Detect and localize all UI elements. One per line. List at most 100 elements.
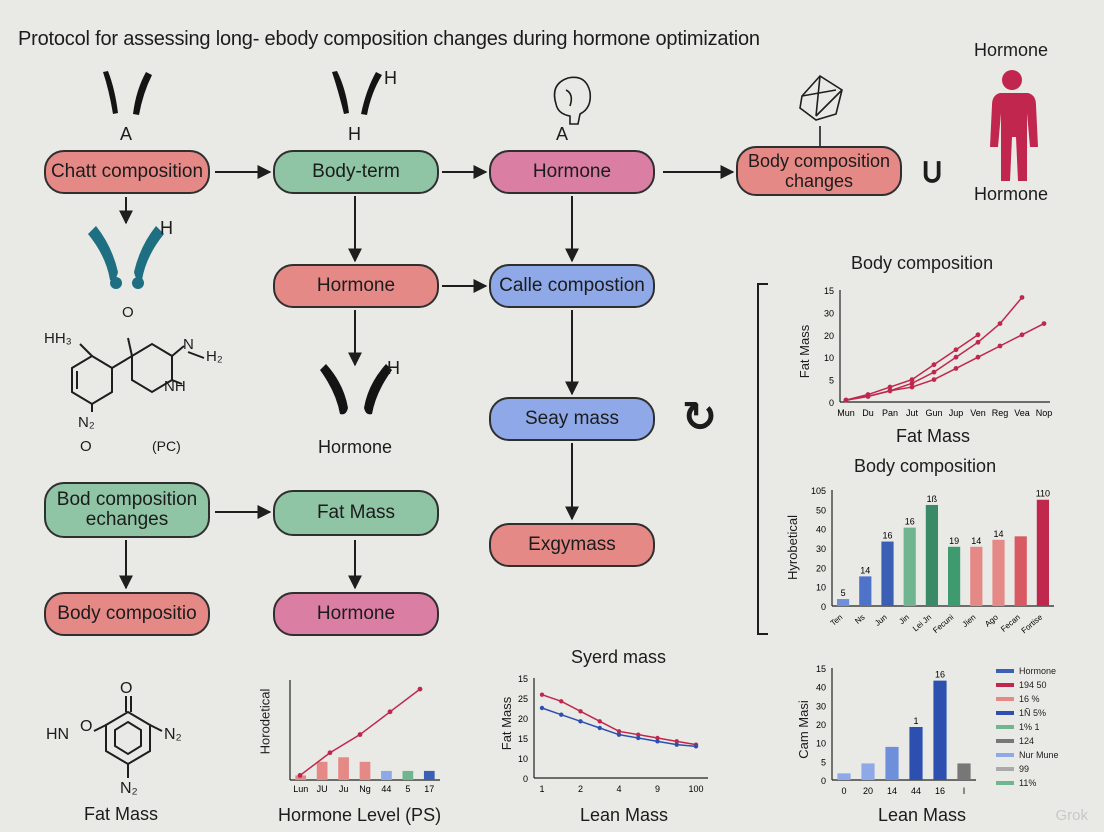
chart2-data-label: 16 <box>882 531 892 541</box>
chart1-series-line <box>845 322 1045 401</box>
chart2-bar <box>881 541 894 606</box>
chart4-point <box>559 712 564 717</box>
chart4-point <box>578 709 583 714</box>
chart1-xtick: Vea <box>1014 408 1030 418</box>
chart2-data-label: 110 <box>1036 489 1050 499</box>
chart4-point <box>674 739 679 744</box>
chart5-legend-swatch <box>996 753 1014 757</box>
chart2-bar <box>836 599 850 606</box>
label-hormone-mid: Hormone <box>318 437 393 457</box>
chem2-n2-bottom: N₂ <box>120 780 138 797</box>
chart2-bar <box>992 539 1005 606</box>
chart1-point <box>975 354 981 360</box>
chart1-xtick: Reg <box>992 408 1009 418</box>
chart5-legend-swatch <box>996 669 1014 673</box>
chart5-ytick: 15 <box>816 664 826 674</box>
chart3-xlabel: Hormone Level (PS) <box>278 805 442 825</box>
chart5-ytick: 0 <box>821 776 826 786</box>
chart2-xtick: Fortise <box>1020 612 1045 634</box>
chart5-legend-item: 11% <box>996 776 1096 790</box>
chart5-data-label: 1 <box>913 716 918 726</box>
chart5-ytick: 20 <box>816 720 826 730</box>
chart2-data-label: 14 <box>860 565 870 575</box>
chart5-ytick: 10 <box>816 739 826 749</box>
chart1-xtick: Jut <box>906 408 919 418</box>
chem2-o: O <box>120 680 133 697</box>
chart1-xlabel: Fat Mass <box>896 426 971 446</box>
bracket-right <box>757 283 768 635</box>
chem2-hn: HN <box>46 726 70 743</box>
chem1-o2: O <box>80 438 92 455</box>
node-chatt-composition: Chatt composition <box>44 150 210 194</box>
chart5-bar <box>885 746 899 780</box>
chart5-legend-label: 194 50 <box>1019 680 1047 690</box>
chart5-legend-item: 1% 1 <box>996 720 1096 734</box>
chart5-bar <box>861 763 875 780</box>
chart5-bar <box>933 680 947 780</box>
chart4-point <box>616 732 622 737</box>
chart3-bar <box>316 761 328 780</box>
chart1-point <box>931 377 937 382</box>
chart5-ytick: 5 <box>821 757 826 767</box>
chart1-point <box>909 377 915 382</box>
chart5-legend-label: 1Ñ 5% <box>1019 708 1047 718</box>
chart1-point <box>931 369 937 375</box>
chart1-point <box>1019 332 1025 338</box>
chart3-xtick: Ju <box>339 784 349 794</box>
chart4-point <box>578 719 583 724</box>
label-h3: H <box>160 218 173 238</box>
chart1-point <box>997 343 1003 349</box>
receptor-icon-a <box>103 71 152 115</box>
chart4-ytick: 0 <box>523 774 528 784</box>
node-hormone-bottom: Hormone <box>273 592 439 636</box>
chart4-point <box>636 732 641 737</box>
chart2-ytick: 40 <box>816 525 826 535</box>
chart3-xtick: 44 <box>381 784 391 794</box>
node-seay-mass: Seay mass <box>489 397 655 441</box>
chart3-bar <box>381 770 392 780</box>
node-hormone-mid: Hormone <box>273 264 439 308</box>
chart5-legend-swatch <box>996 683 1014 687</box>
chart5-ytick: 30 <box>816 701 826 711</box>
chart1-xtick: Mun <box>837 408 855 418</box>
chart5-bar <box>909 727 923 780</box>
equals-symbol: ⊃ <box>913 157 952 187</box>
chart3-xtick: JU <box>317 784 328 794</box>
chart5-xtick: 44 <box>911 786 921 796</box>
chart2-bar <box>925 504 939 606</box>
chart5-legend-label: 1% 1 <box>1019 722 1040 732</box>
chart2-ytick: 30 <box>816 544 826 554</box>
chart4-point <box>539 705 545 711</box>
node-body-compositio: Body compositio <box>44 592 210 636</box>
chart2-bar <box>903 527 916 606</box>
chart5-legend-swatch <box>996 725 1014 729</box>
label-a1: A <box>120 124 133 144</box>
chart4-ytick: 20 <box>518 714 528 724</box>
chart5-xtick: 0 <box>841 786 846 796</box>
chart4-xlabel: Lean Mass <box>580 805 669 825</box>
chart4-point <box>655 735 660 741</box>
chart4-ytick: 10 <box>518 754 528 764</box>
chart1-point <box>953 366 959 371</box>
chem2-caption: Fat Mass <box>84 804 159 824</box>
chart5-legend-label: Nur Mune <box>1019 750 1059 760</box>
chart2-title: Body composition <box>854 456 997 476</box>
chem1-o: O <box>122 304 134 321</box>
chart2-data-label: 1ß <box>927 494 938 504</box>
chart3-xtick: Ng <box>359 784 371 794</box>
chart4-xtick: 100 <box>688 784 703 794</box>
receptor-icon-teal <box>88 226 164 289</box>
chart2-ytick: 20 <box>816 563 826 573</box>
chart4-point <box>693 744 699 749</box>
chem1-nh: NH <box>164 378 186 395</box>
chart5-xtick: I <box>963 786 966 796</box>
chem1-n: N <box>183 336 194 353</box>
chemical-structure-2 <box>93 696 163 778</box>
label-hormone-top: Hormone <box>974 40 1049 60</box>
chart3-xtick: 17 <box>424 784 434 794</box>
